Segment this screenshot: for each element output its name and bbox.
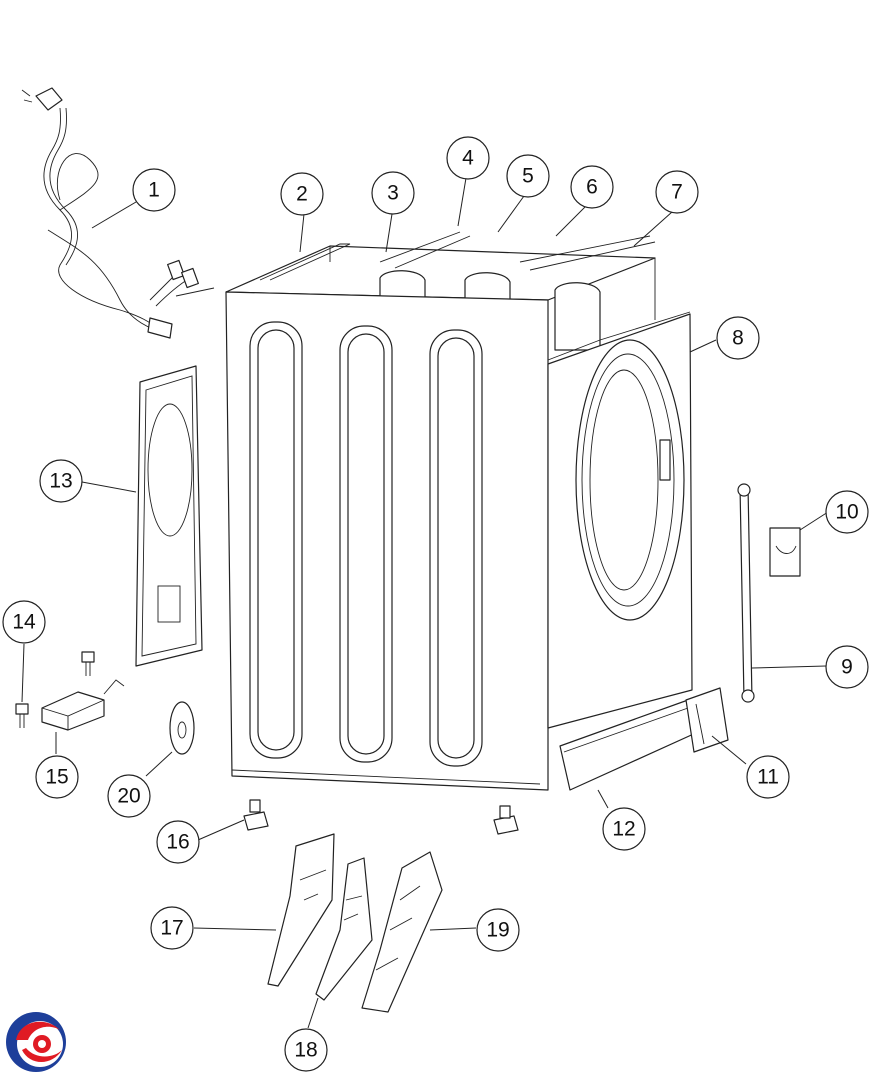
svg-text:7: 7: [671, 181, 683, 204]
callout-11: 11: [746, 755, 790, 799]
bracket-10: [769, 527, 801, 577]
svg-text:10: 10: [835, 501, 858, 524]
svg-text:12: 12: [612, 818, 635, 841]
callout-15: 15: [35, 755, 79, 799]
svg-text:4: 4: [462, 147, 474, 170]
power-cord: [21, 87, 215, 339]
svg-text:11: 11: [757, 766, 779, 789]
callout-1: 1: [132, 168, 176, 212]
callout-4: 4: [446, 136, 490, 180]
svg-text:14: 14: [12, 611, 36, 634]
cabinet-front-panel: [547, 311, 693, 729]
base-corner-11: [685, 687, 729, 753]
callout-20: 20: [107, 774, 151, 818]
callout-16: 16: [156, 820, 200, 864]
svg-text:2: 2: [296, 183, 308, 206]
leader-lines: [21, 177, 829, 1029]
callout-13: 13: [39, 459, 83, 503]
panel-17: [267, 833, 335, 987]
washer-20: [169, 701, 195, 755]
svg-text:3: 3: [387, 182, 399, 205]
callout-9: 9: [825, 645, 869, 689]
box-15: [41, 679, 125, 731]
cabinet-top-frame: [225, 231, 656, 351]
svg-text:16: 16: [166, 831, 189, 854]
svg-text:1: 1: [148, 179, 160, 202]
svg-text:13: 13: [49, 470, 72, 493]
rear-panel: [135, 365, 203, 667]
callout-8: 8: [716, 316, 760, 360]
callout-3: 3: [371, 171, 415, 215]
panel-18: [315, 857, 373, 1001]
callout-10: 10: [825, 490, 869, 534]
callout-2: 2: [280, 172, 324, 216]
hinge-rod-9: [737, 483, 755, 703]
svg-text:20: 20: [117, 785, 140, 808]
svg-text:19: 19: [486, 919, 509, 942]
foot-14: [15, 651, 95, 728]
svg-text:9: 9: [841, 656, 853, 679]
svg-text:15: 15: [45, 766, 68, 789]
brand-logo: [6, 1012, 66, 1072]
svg-text:8: 8: [732, 327, 744, 350]
svg-text:6: 6: [586, 176, 598, 199]
panel-19: [361, 851, 443, 1013]
foot-16: [243, 799, 519, 835]
svg-text:5: 5: [522, 165, 534, 188]
svg-text:18: 18: [294, 1039, 317, 1062]
callout-17: 17: [150, 906, 194, 950]
svg-text:17: 17: [160, 917, 183, 940]
callout-12: 12: [602, 807, 646, 851]
callout-5: 5: [506, 154, 550, 198]
cabinet-side-panel: [225, 291, 549, 791]
callout-14: 14: [2, 600, 46, 644]
callout-6: 6: [570, 165, 614, 209]
callout-7: 7: [655, 170, 699, 214]
callout-19: 19: [476, 908, 520, 952]
callout-18: 18: [284, 1028, 328, 1072]
